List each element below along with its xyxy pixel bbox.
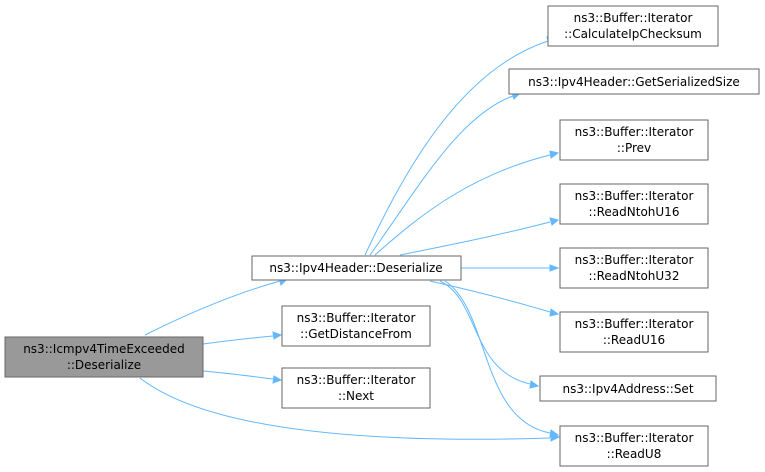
node-label: ::Next: [338, 389, 374, 403]
arrowhead: [272, 375, 283, 384]
node-label: ::CalculateIpChecksum: [564, 27, 702, 41]
node-read-ntoh-u16[interactable]: ns3::Buffer::Iterator ::ReadNtohU16: [559, 183, 709, 225]
edge-ipv4-to-get-serialized-size: [369, 95, 514, 256]
node-label: ::GetDistanceFrom: [300, 327, 412, 341]
node-label: ns3::Buffer::Iterator: [575, 253, 694, 267]
arrowhead: [549, 264, 560, 272]
edges: [139, 36, 561, 442]
node-label: ns3::Ipv4Address::Set: [562, 382, 693, 396]
node-label: ::ReadU8: [607, 447, 662, 461]
node-label: ::ReadU16: [603, 333, 665, 347]
node-read-u8[interactable]: ns3::Buffer::Iterator ::ReadU8: [559, 425, 709, 467]
edge-ipv4-to-prev: [374, 154, 551, 256]
arrowhead: [549, 217, 560, 226]
node-next[interactable]: ns3::Buffer::Iterator ::Next: [281, 367, 431, 409]
arrowhead: [549, 308, 560, 317]
node-read-u16[interactable]: ns3::Buffer::Iterator ::ReadU16: [559, 311, 709, 353]
node-label: ns3::Buffer::Iterator: [575, 125, 694, 139]
node-get-serialized-size[interactable]: ns3::Ipv4Header::GetSerializedSize: [508, 68, 760, 95]
node-label: ::ReadNtohU32: [589, 269, 680, 283]
node-label: ns3::Buffer::Iterator: [575, 317, 694, 331]
edge-ipv4-to-read-u16: [429, 280, 551, 313]
node-label: ::Prev: [617, 141, 651, 155]
edge-ipv4-to-calc-checksum: [364, 40, 549, 256]
edge-root-to-next: [202, 370, 274, 380]
edge-ipv4-to-read-u8: [444, 280, 551, 434]
node-label: ns3::Buffer::Iterator: [297, 373, 416, 387]
edge-ipv4-to-read-ntoh-u16: [399, 221, 551, 256]
edge-root-to-read-u8: [139, 377, 551, 440]
node-calculate-ip-checksum[interactable]: ns3::Buffer::Iterator ::CalculateIpCheck…: [547, 5, 719, 47]
node-icmpv4-time-exceeded-deserialize[interactable]: ns3::Icmpv4TimeExceeded ::Deserialize: [4, 336, 204, 378]
node-label: ns3::Buffer::Iterator: [574, 11, 693, 25]
node-label: ns3::Icmpv4TimeExceeded: [23, 342, 185, 356]
arrowhead: [272, 331, 283, 340]
node-prev[interactable]: ns3::Buffer::Iterator ::Prev: [559, 119, 709, 161]
arrowhead: [549, 429, 560, 438]
node-label: ns3::Buffer::Iterator: [575, 431, 694, 445]
arrowhead: [529, 380, 540, 389]
node-label: ns3::Ipv4Header::GetSerializedSize: [528, 75, 740, 89]
node-read-ntoh-u32[interactable]: ns3::Buffer::Iterator ::ReadNtohU32: [559, 247, 709, 289]
edge-root-to-get-distance-from: [202, 335, 274, 345]
node-label: ns3::Buffer::Iterator: [297, 311, 416, 325]
node-ipv4-header-deserialize[interactable]: ns3::Ipv4Header::Deserialize: [251, 255, 462, 281]
node-get-distance-from[interactable]: ns3::Buffer::Iterator ::GetDistanceFrom: [281, 305, 431, 347]
edge-ipv4-to-ipv4-address-set: [439, 280, 531, 385]
node-label: ::Deserialize: [67, 358, 141, 372]
node-label: ns3::Buffer::Iterator: [575, 189, 694, 203]
edge-root-to-ipv4-deserialize: [144, 280, 281, 336]
node-ipv4-address-set[interactable]: ns3::Ipv4Address::Set: [539, 375, 717, 402]
arrowhead: [549, 150, 560, 159]
node-label: ns3::Ipv4Header::Deserialize: [269, 261, 442, 275]
node-label: ::ReadNtohU16: [589, 205, 680, 219]
